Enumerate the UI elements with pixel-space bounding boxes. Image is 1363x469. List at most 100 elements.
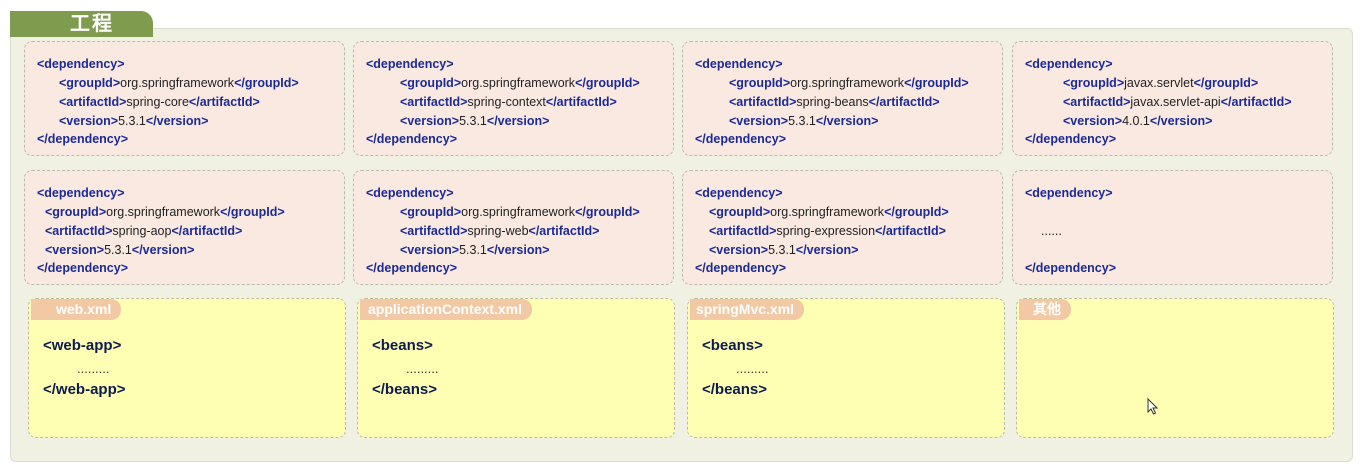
- version-line: <version>5.3.1</version>: [45, 241, 194, 260]
- xml-value: org.springframework: [461, 205, 576, 219]
- xml-tag: </groupId>: [575, 205, 640, 219]
- dependency-servlet-api: <dependency> <groupId>javax.servlet</grou…: [1012, 41, 1333, 156]
- dependency-spring-web: <dependency><groupId>org.springframework…: [353, 170, 674, 285]
- xml-value: spring-context: [467, 95, 546, 109]
- xml-tag: </groupId>: [575, 76, 640, 90]
- config-open-tag: <beans>: [702, 337, 763, 354]
- xml-tag: </version>: [486, 114, 550, 128]
- xml-tag: <artifactId>: [709, 224, 777, 238]
- xml-value: org.springframework: [770, 205, 885, 219]
- dependency-spring-aop: <dependency> <groupId>org.springframework…: [24, 170, 345, 285]
- xml-tag: </version>: [1149, 114, 1213, 128]
- xml-value: org.springframework: [106, 205, 221, 219]
- xml-tag: <version>: [709, 243, 769, 257]
- xml-value: org.springframework: [120, 76, 235, 90]
- dependency-close-line: </dependency>: [695, 130, 786, 149]
- xml-tag: <artifactId>: [400, 224, 468, 238]
- xml-tag: <artifactId>: [45, 224, 113, 238]
- dependency-close-line: </dependency>: [1025, 259, 1116, 278]
- xml-tag: <dependency>: [1025, 57, 1113, 71]
- version-line: <version>5.3.1</version>: [729, 112, 878, 131]
- xml-tag: <artifactId>: [59, 95, 127, 109]
- config-other: 其他: [1016, 298, 1334, 438]
- xml-tag: </artifactId>: [545, 95, 617, 109]
- xml-tag: <dependency>: [695, 57, 783, 71]
- xml-tag: <groupId>: [59, 76, 121, 90]
- xml-tag: <artifactId>: [1063, 95, 1131, 109]
- artifactid-line: <artifactId>spring-web</artifactId>: [400, 222, 599, 241]
- groupid-line: <groupId>org.springframework</groupId>: [709, 203, 949, 222]
- xml-value: spring-expression: [776, 224, 876, 238]
- dependency-close-line: </dependency>: [1025, 130, 1116, 149]
- xml-tag: <version>: [1063, 114, 1123, 128]
- xml-tag: </groupId>: [904, 76, 969, 90]
- xml-tag: </dependency>: [366, 132, 458, 146]
- version-line: <version>5.3.1</version>: [59, 112, 208, 131]
- dependency-open-line: <dependency>: [1025, 55, 1113, 74]
- config-label: 其他: [1019, 299, 1071, 320]
- xml-value: org.springframework: [461, 76, 576, 90]
- dependency-close-line: </dependency>: [37, 259, 128, 278]
- xml-tag: <version>: [400, 114, 460, 128]
- config-label: web.xml: [31, 299, 122, 320]
- xml-value: org.springframework: [790, 76, 905, 90]
- config-ellipsis: .........: [77, 361, 110, 376]
- xml-tag: <dependency>: [366, 57, 454, 71]
- artifactid-line: <artifactId>spring-aop</artifactId>: [45, 222, 242, 241]
- xml-tag: </groupId>: [220, 205, 285, 219]
- groupid-line: <groupId>org.springframework</groupId>: [59, 74, 299, 93]
- xml-tag: <version>: [45, 243, 105, 257]
- xml-tag: </artifactId>: [1220, 95, 1292, 109]
- xml-value: spring-core: [126, 95, 189, 109]
- version-line: <version>5.3.1</version>: [400, 241, 549, 260]
- xml-tag: <groupId>: [400, 76, 462, 90]
- xml-tag: <dependency>: [37, 57, 125, 71]
- xml-tag: </version>: [145, 114, 209, 128]
- xml-tag: <version>: [729, 114, 789, 128]
- xml-value: spring-web: [467, 224, 529, 238]
- config-close-tag: </beans>: [702, 381, 768, 398]
- xml-tag: </version>: [486, 243, 550, 257]
- config-close-tag: </web-app>: [43, 381, 126, 398]
- config-label: applicationContext.xml: [360, 299, 533, 320]
- artifactid-line: <artifactId>spring-core</artifactId>: [59, 93, 260, 112]
- xml-value: spring-beans: [796, 95, 869, 109]
- xml-tag: </groupId>: [1193, 76, 1259, 90]
- xml-value: 5.3.1: [459, 114, 487, 128]
- xml-tag: <groupId>: [709, 205, 771, 219]
- xml-tag: </version>: [795, 243, 859, 257]
- xml-tag: </dependency>: [37, 261, 129, 275]
- groupid-line: <groupId>org.springframework</groupId>: [45, 203, 285, 222]
- xml-tag: <groupId>: [1063, 76, 1125, 90]
- xml-tag: </version>: [815, 114, 879, 128]
- xml-tag: <dependency>: [37, 186, 125, 200]
- dependency-open-line: <dependency>: [695, 184, 783, 203]
- config-open-tag: <beans>: [372, 337, 433, 354]
- xml-tag: </dependency>: [1025, 132, 1117, 146]
- dependency-ellipsis: ......: [1041, 222, 1062, 241]
- xml-value: javax.servlet-api: [1130, 95, 1221, 109]
- dependency-spring-expression: <dependency><groupId>org.springframework…: [682, 170, 1003, 285]
- xml-value: 5.3.1: [104, 243, 132, 257]
- config-application-context: applicationContext.xml <beans> .........…: [357, 298, 675, 438]
- xml-tag: </version>: [131, 243, 195, 257]
- xml-tag: </dependency>: [695, 132, 787, 146]
- dependency-other: <dependency>......</dependency>: [1012, 170, 1333, 285]
- groupid-line: <groupId>javax.servlet</groupId>: [1063, 74, 1258, 93]
- xml-tag: </dependency>: [1025, 261, 1117, 275]
- version-line: <version>5.3.1</version>: [400, 112, 549, 131]
- config-open-tag: <web-app>: [43, 337, 122, 354]
- xml-tag: </artifactId>: [528, 224, 600, 238]
- xml-tag: </artifactId>: [868, 95, 940, 109]
- dependency-open-line: <dependency>: [366, 184, 454, 203]
- xml-value: javax.servlet: [1124, 76, 1194, 90]
- groupid-line: <groupId>org.springframework</groupId>: [400, 203, 640, 222]
- config-label: springMvc.xml: [690, 299, 805, 320]
- xml-tag: </groupId>: [884, 205, 949, 219]
- xml-tag: <artifactId>: [729, 95, 797, 109]
- dependency-close-line: </dependency>: [366, 130, 457, 149]
- artifactid-line: <artifactId>spring-context</artifactId>: [400, 93, 617, 112]
- groupid-line: <groupId>org.springframework</groupId>: [400, 74, 640, 93]
- config-spring-mvc: springMvc.xml <beans> ......... </beans>: [687, 298, 1005, 438]
- xml-tag: </dependency>: [695, 261, 787, 275]
